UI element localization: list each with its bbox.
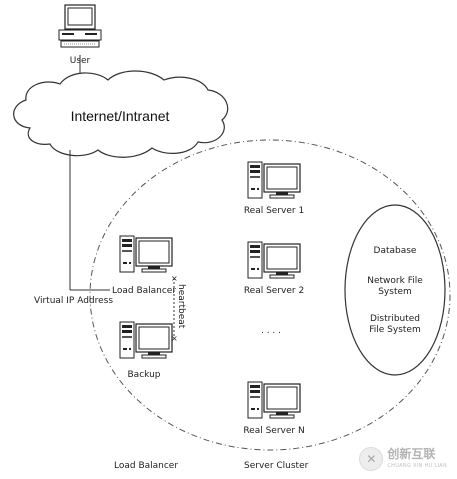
real-server-2-icon (247, 241, 301, 279)
internet-cloud (13, 70, 229, 158)
storage-ellipse (344, 204, 446, 376)
nfs-label-line2: System (378, 287, 412, 297)
heartbeat-end-marker: × (171, 274, 178, 283)
nfs-label-line1: Network File (367, 276, 423, 286)
heartbeat-end-marker: × (171, 334, 178, 343)
cloud-label: Internet/Intranet (70, 108, 170, 124)
watermark-logo-icon: ✕ (359, 447, 384, 471)
real-server-1-label: Real Server 1 (243, 206, 305, 216)
backup-label: Backup (127, 370, 161, 380)
watermark-sub-text: CHUANG XIN HU LIAN (387, 463, 447, 469)
load-balancer-computer-icon (119, 235, 173, 273)
virtual-ip-label: Virtual IP Address (34, 296, 114, 306)
watermark-main-text: 创新互联 (387, 447, 436, 461)
footer-load-balancer-label: Load Balancer (114, 461, 179, 471)
real-server-n-label: Real Server N (243, 426, 305, 436)
footer-server-cluster-label: Server Cluster (244, 461, 309, 471)
backup-computer-icon (119, 321, 173, 359)
heartbeat-label: heartbeat (176, 284, 186, 329)
server-ellipsis: . . . . (260, 326, 282, 336)
user-computer-icon (58, 4, 102, 48)
dfs-label-line2: File System (369, 325, 421, 335)
user-label: User (69, 56, 91, 66)
watermark: ✕ 创新互联 CHUANG XIN HU LIAN (359, 447, 447, 471)
server-cluster-boundary (89, 139, 451, 451)
real-server-n-icon (247, 381, 301, 419)
database-label: Database (373, 246, 417, 256)
real-server-1-icon (247, 161, 301, 199)
load-balancer-label: Load Balancer (112, 286, 177, 296)
real-server-2-label: Real Server 2 (243, 286, 305, 296)
dfs-label-line1: Distributed (369, 314, 421, 324)
